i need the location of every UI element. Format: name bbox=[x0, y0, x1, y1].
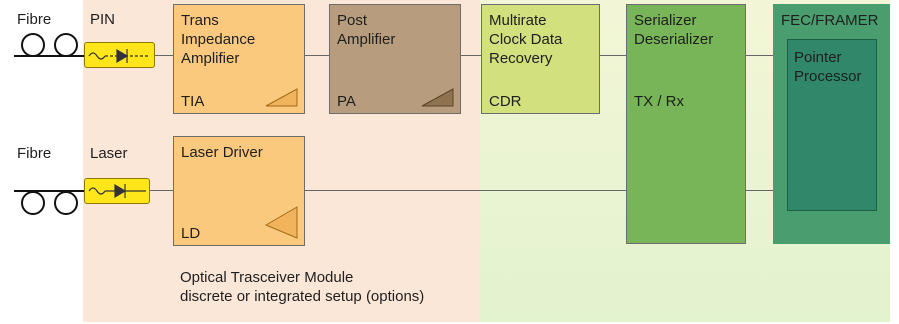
tia-title: Trans Impedance Amplifier bbox=[181, 12, 256, 67]
amplifier-triangle-icon bbox=[265, 88, 298, 107]
amplifier-triangle-icon bbox=[421, 88, 454, 107]
light-wave-icon bbox=[88, 52, 106, 60]
serdes-abbr: TX / Rx bbox=[634, 93, 685, 110]
module-caption: Optical Trasceiver Module discrete or in… bbox=[180, 269, 425, 305]
laser-label: Laser bbox=[90, 145, 128, 162]
fibre-top-label: Fibre bbox=[17, 11, 52, 28]
laser-driver-title: Laser Driver bbox=[181, 144, 263, 161]
cdr-abbr: CDR bbox=[489, 93, 522, 110]
cdr-block: Multirate Clock Data Recovery CDR bbox=[481, 4, 600, 114]
laser-driver-block: Laser Driver LD bbox=[173, 136, 305, 246]
pa-title: Post Amplifier bbox=[337, 12, 396, 48]
fec-framer-block: FEC/FRAMER Pointer Processor bbox=[773, 4, 890, 244]
pin-label: PIN bbox=[90, 11, 116, 28]
pa-block: Post Amplifier PA bbox=[329, 4, 461, 114]
fibre-bottom-label: Fibre bbox=[17, 145, 52, 162]
laser-driver-abbr: LD bbox=[181, 225, 201, 242]
serdes-block: Serializer Deserializer TX / Rx bbox=[626, 4, 746, 244]
laser-diode-icon bbox=[114, 183, 127, 199]
cdr-title: Multirate Clock Data Recovery bbox=[489, 12, 563, 67]
tia-block: Trans Impedance Amplifier TIA bbox=[173, 4, 305, 114]
transmit-signal-line bbox=[150, 190, 890, 191]
photodiode-icon bbox=[116, 48, 129, 64]
pointer-processor-block: Pointer Processor bbox=[787, 39, 877, 211]
pa-abbr: PA bbox=[337, 93, 356, 110]
tia-abbr: TIA bbox=[181, 93, 205, 110]
pointer-processor-title: Pointer Processor bbox=[794, 49, 862, 85]
light-wave-icon bbox=[88, 187, 106, 195]
fec-framer-title: FEC/FRAMER bbox=[781, 12, 879, 29]
serdes-title: Serializer Deserializer bbox=[634, 12, 714, 48]
driver-triangle-icon bbox=[264, 206, 298, 239]
